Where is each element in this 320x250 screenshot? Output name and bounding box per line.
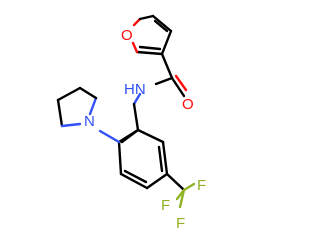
bond [132,102,140,132]
fluorine-label: F [161,197,170,214]
benzene-ring [117,102,169,190]
bond [56,86,82,102]
bond [135,50,164,56]
amide-nh-label: HN [124,81,146,98]
furan-oxygen-label: O [121,27,133,44]
bond [145,172,169,190]
amide-group [132,52,188,106]
bond [151,14,173,33]
bond [56,98,64,128]
carbonyl-oxygen-label: O [182,96,194,113]
bond [138,14,155,21]
bond [160,29,173,56]
bond [161,140,169,176]
bond [165,172,186,192]
bond [131,41,139,54]
bond [178,188,186,209]
bond [170,76,186,98]
bond [119,172,149,190]
bond [174,74,188,92]
furan-ring [131,14,173,56]
bond [78,86,98,100]
molecule-structure: O O HN N F F F [56,14,206,232]
bond [153,19,169,33]
bond [154,76,174,86]
bond [123,169,148,184]
bond [182,182,196,192]
pyrrolidine-ring [56,86,121,144]
fluorine-label: F [176,215,185,232]
bond [88,96,98,116]
bond [175,188,186,201]
bond [132,17,142,27]
bond [138,45,162,51]
pyrrolidine-nitrogen-label: N [84,113,95,130]
bond [98,129,121,144]
trifluoromethyl-group [165,172,196,209]
bond [60,122,82,128]
bond [120,128,140,144]
bond [117,140,123,176]
fluorine-label: F [197,177,206,194]
bond [136,128,165,144]
bond [157,145,164,173]
bond [132,92,142,106]
bond [160,52,174,80]
